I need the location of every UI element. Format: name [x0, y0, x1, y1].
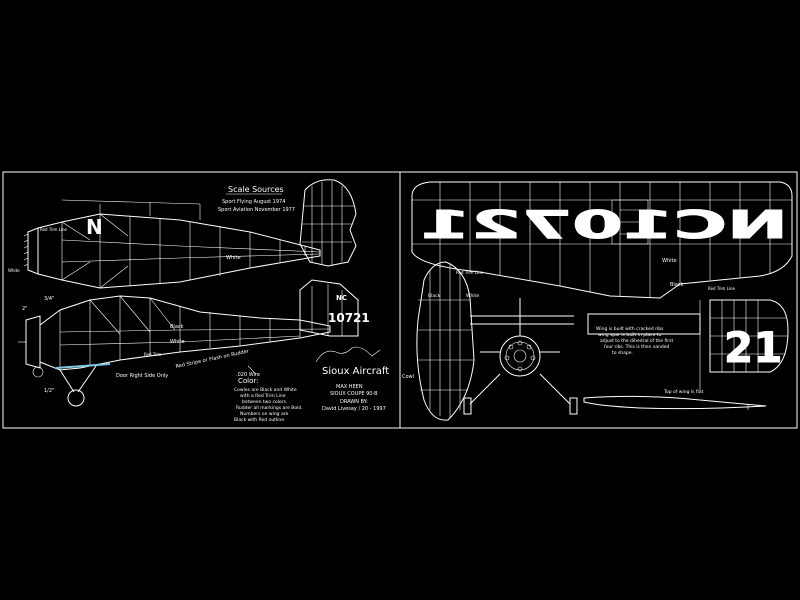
color-line-6: Black with Red outline.: [234, 417, 285, 423]
designer-name: David Livesay / 20 - 1997: [322, 406, 386, 412]
title-block: Sioux Aircraft MAX HEEN SIOUX COUPE 90-B…: [322, 366, 389, 412]
rudder-number: 10721: [328, 311, 370, 325]
top-white-left-label: White: [8, 268, 20, 273]
side-white-label: White: [170, 339, 185, 345]
company-name: Sioux Aircraft: [322, 366, 389, 377]
scale-sources-line-2: Sport Aviation November 1977: [218, 207, 295, 213]
top-red-trim-label: Red Trim Line: [40, 227, 68, 232]
dimension-2: 2": [22, 306, 27, 312]
top-white-label: White: [226, 255, 241, 261]
color-line-3: between two colors.: [242, 399, 287, 405]
cowl-label: Cowl: [402, 374, 414, 380]
wing-note-block: Wing is built with cracked ribs wing spa…: [587, 313, 701, 356]
wing-rib-profile: Top of wing is flat: [583, 389, 767, 410]
color-line-2: with a Red Trim Line: [240, 393, 286, 399]
wing-note-1: Wing is built with cracked ribs: [596, 326, 664, 332]
stabilizer-view: Red Trim Line Black White Cowl: [402, 261, 484, 421]
scale-sources-line-1: Sport Flying August 1974: [222, 199, 285, 205]
wing-white-label: White: [662, 258, 677, 264]
stab-black-label: Black: [428, 293, 441, 299]
stab-red-trim-label: Red Trim Line: [456, 270, 484, 275]
wing-black-label: Black: [670, 282, 684, 288]
top-number-letter: N: [86, 215, 103, 239]
dimension-3: 1/2": [44, 388, 54, 394]
dimension-1: 3/4": [44, 296, 54, 302]
side-black-label: Black: [170, 324, 184, 330]
model-name: SIOUX COUPE 90-B: [330, 391, 378, 397]
side-trim-line: [55, 363, 111, 369]
front-view: [463, 298, 578, 415]
wing-bottom-note: Top of wing is flat: [663, 389, 703, 395]
wing-note-5: to shape.: [612, 350, 633, 356]
wing-red-trim-label: Red Trim Line: [708, 286, 736, 291]
color-line-5: Numbers on wing are: [240, 411, 288, 417]
wing-note-2: wing spar is built in place to: [598, 332, 662, 338]
wing-note-4: four ribs. This is then sanded: [604, 344, 670, 350]
fuselage-top-view: N Red Trim Line White White: [8, 199, 321, 289]
scale-sources-block: Scale Sources Sport Flying August 1974 S…: [218, 185, 295, 213]
wing-planform: NC10721 Red Trim Line White Black: [411, 181, 793, 299]
color-line-4: Rudder all markings are Bold.: [236, 405, 303, 411]
color-line-1: Cowles are Black and White: [234, 387, 297, 393]
wire-note: .020 Wire: [236, 372, 260, 378]
stab-white-label: White: [466, 293, 479, 299]
rudder-view: NC 10721: [299, 179, 370, 337]
side-red-trim-label: Red Trim: [144, 352, 161, 357]
door-note: Door Right Side Only: [116, 373, 168, 379]
color-notes-block: .020 Wire Color: Cowles are Black and Wh…: [234, 365, 303, 423]
right-sheet-border: [399, 171, 798, 429]
signature-mark: [315, 346, 381, 363]
rudder-marks: NC: [336, 294, 347, 302]
tail-number: 21: [724, 323, 782, 372]
wing-note-3: adjust to the dihedral of the first: [600, 338, 674, 344]
drawn-by: DRAWN BY:: [340, 399, 368, 405]
scale-sources-title: Scale Sources: [228, 185, 284, 194]
pilot-name: MAX HEEN: [336, 384, 363, 390]
wingtip-panel: 21: [699, 299, 789, 390]
color-title: Color:: [238, 377, 259, 385]
wing-registration: NC10721: [420, 203, 788, 247]
